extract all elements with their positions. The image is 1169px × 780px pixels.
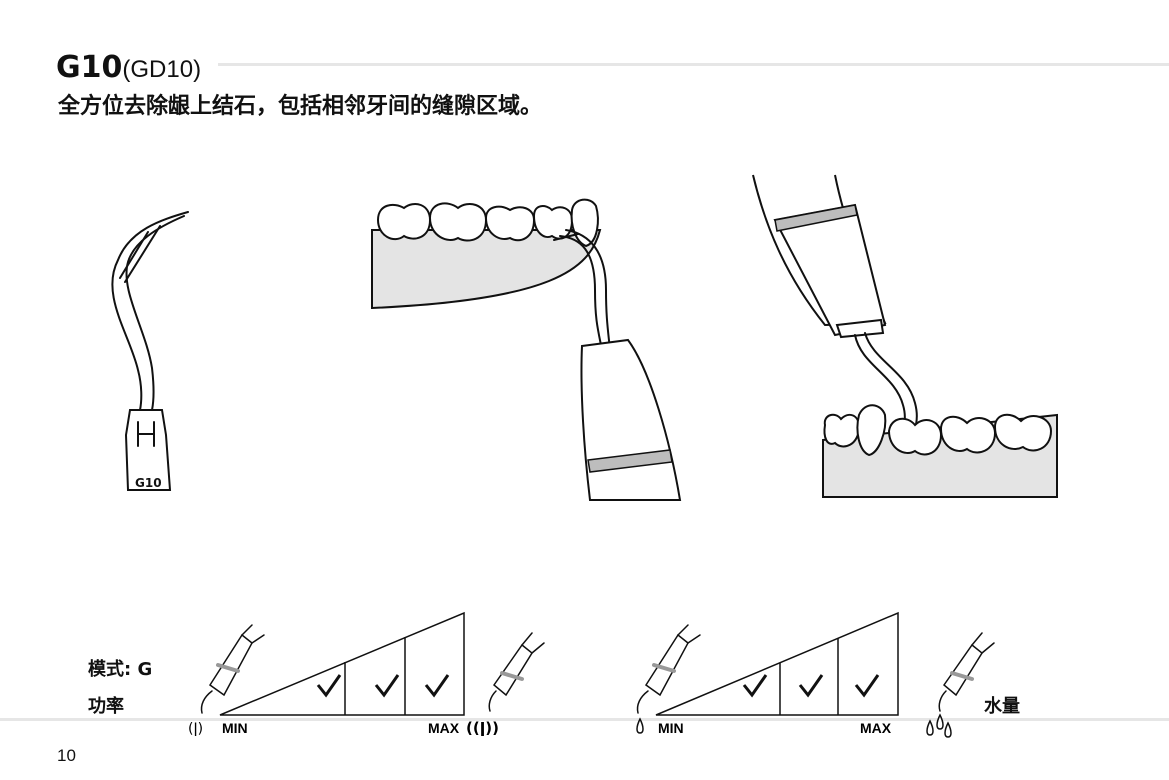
low-power-icon: (ǀ) [188,721,203,737]
scaler-tip-illustration: G10 [111,211,189,491]
teeth-scaling-illustration-right [752,174,1058,498]
header-rule [218,63,1169,66]
power-check-4 [374,674,400,698]
power-check-3 [316,674,342,698]
water-max-label: MAX [860,720,892,736]
water-scale-chart: MIN MAX [636,611,995,738]
water-check-4 [798,674,824,698]
water-label: 水量 [984,696,1020,717]
mode-label: 模式: G [88,659,153,680]
power-ramp [219,611,465,716]
power-min-label: MIN [222,720,248,736]
high-power-icon: ((ǀ)) [466,719,499,737]
model-code: G10 [56,50,123,85]
water-check-3 [742,674,768,698]
model-alt-code: (GD10) [122,56,202,83]
page-number: 10 [57,746,76,765]
water-check-5 [854,674,880,698]
low-water-icon [636,717,644,734]
water-ramp [655,611,899,716]
power-scale-chart: (ǀ) MIN MAX ((ǀ)) [188,611,545,737]
power-check-5 [424,674,450,698]
water-min-label: MIN [658,720,684,736]
high-water-icon [926,713,952,738]
power-label: 功率 [88,696,124,717]
footer-rule [0,718,1169,721]
teeth-scaling-illustration-left [371,198,682,501]
tip-engraving: G10 [135,476,162,490]
page-description: 全方位去除龈上结石，包括相邻牙间的缝隙区域。 [58,94,543,119]
page-title: G10(GD10) [56,50,201,85]
power-max-label: MAX [428,720,460,736]
